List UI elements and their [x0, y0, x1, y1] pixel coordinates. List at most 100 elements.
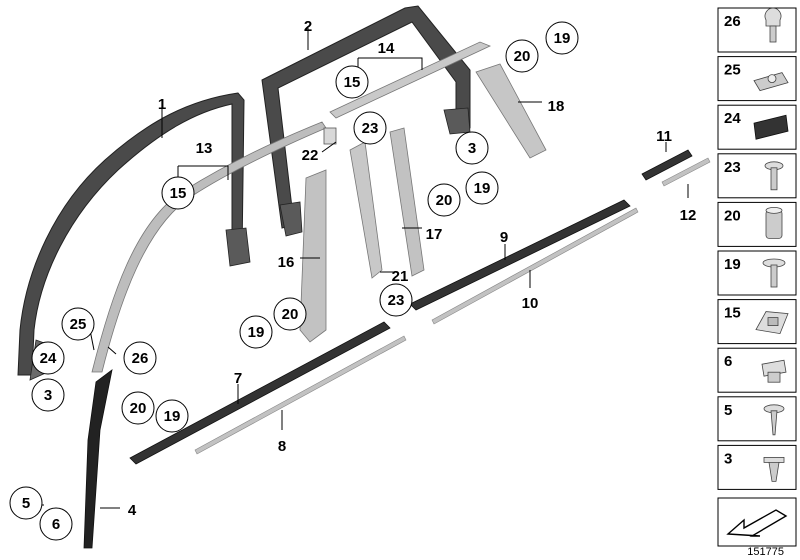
leader-lines: [28, 28, 689, 509]
window-shaft-trim-small: [661, 157, 711, 187]
callout-circle: [545, 21, 579, 55]
callout-c8: 8: [278, 438, 286, 455]
callout-number: 19: [164, 408, 181, 425]
callout-c19c: 19: [239, 315, 273, 349]
parts-column-box: [717, 444, 797, 490]
parts-column-number: 26: [724, 13, 741, 30]
window-shaft-trim-rear: [431, 207, 639, 325]
callout-circle: [335, 65, 369, 99]
callout-number: 16: [278, 254, 295, 271]
b-pillar-trim-inner: [349, 141, 383, 279]
callout-c23b: 23: [379, 283, 413, 317]
callout-number: 7: [234, 370, 242, 387]
callout-number: 1: [158, 96, 166, 113]
callout-number: 17: [426, 226, 443, 243]
callout-number: 22: [302, 147, 319, 164]
callout-circle: [123, 341, 157, 375]
callout-c3b: 3: [455, 131, 489, 165]
window-shaft-trim-front: [194, 335, 407, 455]
parts-column-number: 15: [724, 305, 741, 322]
callout-number: 8: [278, 438, 286, 455]
direction-arrow-icon: [726, 509, 788, 537]
callout-c19a: 19: [545, 21, 579, 55]
callout-c9: 9: [500, 229, 508, 246]
c-pillar-cover: [475, 63, 547, 159]
parts-column-box: [717, 7, 797, 53]
callout-c15a: 15: [161, 176, 195, 210]
parts-column-cell-19: 19: [717, 250, 797, 296]
callout-c20d: 20: [121, 391, 155, 425]
callout-circle: [61, 307, 95, 341]
parts-column-cell-26: 26: [717, 7, 797, 53]
parts-column-cell-24: 24: [717, 104, 797, 150]
callout-c2: 2: [304, 18, 312, 35]
parts-column-box: [717, 201, 797, 247]
callout-number: 9: [500, 229, 508, 246]
callout-c6: 6: [39, 507, 73, 541]
callout-c26: 26: [123, 341, 157, 375]
callout-circle: [31, 341, 65, 375]
parts-column-box: [717, 396, 797, 442]
callout-circle: [505, 39, 539, 73]
callout-number: 20: [282, 306, 299, 323]
parts-column-cell-23: 23: [717, 153, 797, 199]
callout-number: 2: [304, 18, 312, 35]
callout-c16: 16: [278, 254, 295, 271]
callout-number: 20: [514, 48, 531, 65]
parts-column-number: 5: [724, 402, 732, 419]
callout-number: 19: [554, 30, 571, 47]
callout-circle: [379, 283, 413, 317]
callout-number: 15: [344, 74, 361, 91]
callout-number: 5: [22, 495, 30, 512]
callout-number: 26: [132, 350, 149, 367]
callout-c20c: 20: [273, 297, 307, 331]
parts-column-number: 19: [724, 256, 741, 273]
parts-column-box: [717, 153, 797, 199]
parts-column-number: 6: [724, 353, 732, 370]
callout-number: 23: [362, 120, 379, 137]
callout-circle: [239, 315, 273, 349]
a-pillar-lower-seal: [83, 369, 113, 549]
callout-number: 18: [548, 98, 565, 115]
callout-c15b: 15: [335, 65, 369, 99]
callout-c5: 5: [9, 486, 43, 520]
callout-number: 23: [388, 292, 405, 309]
bracket-clip: [323, 127, 337, 145]
callout-c19d: 19: [155, 399, 189, 433]
callout-number: 20: [130, 400, 147, 417]
callout-number: 25: [70, 316, 87, 333]
part-sketch-icon: [767, 317, 779, 327]
part-sketch-icon: [765, 209, 783, 239]
callout-c10: 10: [522, 295, 539, 312]
callout-number: 19: [474, 180, 491, 197]
callout-number: 10: [522, 295, 539, 312]
door-frame-seal-front: [17, 92, 251, 381]
callout-circle: [161, 176, 195, 210]
callout-number: 21: [392, 268, 409, 285]
callout-c23a: 23: [353, 111, 387, 145]
chrome-trim-rear-upper: [329, 41, 492, 119]
parts-column-cell-25: 25: [717, 56, 797, 102]
callout-circle: [273, 297, 307, 331]
callout-c24: 24: [31, 341, 65, 375]
callout-circle: [455, 131, 489, 165]
callout-number: 3: [468, 140, 476, 157]
part-sketch-icon: [753, 114, 789, 140]
callout-number: 11: [656, 128, 672, 145]
parts-column-cell-15: 15: [717, 299, 797, 345]
window-shaft-seal-rear-outer: [409, 199, 631, 311]
callout-number: 24: [40, 350, 57, 367]
callout-number: 6: [52, 516, 60, 533]
parts-column-number: 25: [724, 62, 741, 79]
part-sketch-icon: [770, 167, 778, 191]
part-sketch-icon: [770, 410, 778, 436]
callout-circle: [353, 111, 387, 145]
part-sketch-icon: [764, 7, 782, 27]
callout-c25: 25: [61, 307, 95, 341]
callout-circle: [427, 183, 461, 217]
callout-number: 12: [680, 207, 697, 224]
callout-c21: 21: [392, 268, 409, 285]
parts-column-number: 3: [724, 450, 732, 467]
